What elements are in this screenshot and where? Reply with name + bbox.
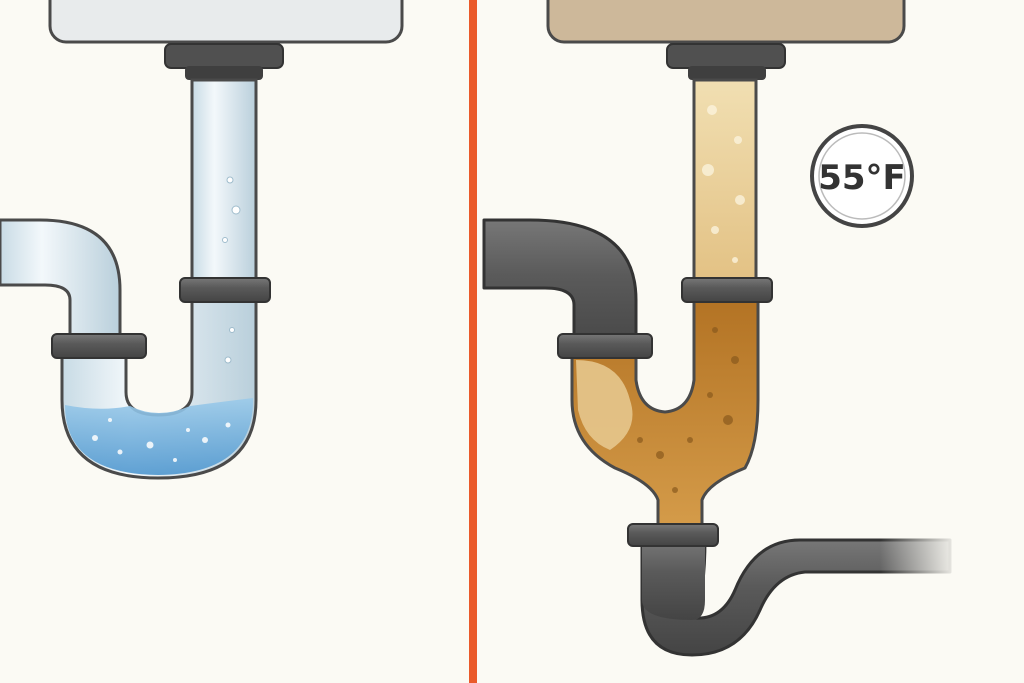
tailpiece-right [692,78,758,292]
panel-divider [469,0,477,683]
slip-nut-inlet-right [557,333,653,359]
outlet-fade [880,530,960,585]
tailpiece-left [190,78,258,312]
slip-nut-tailpiece-left [179,277,271,303]
drain-flange-left [164,43,284,69]
sink-basin-right [546,0,906,44]
droplets-left [222,176,241,364]
slip-nut-tailpiece-right [681,277,773,303]
grease-particles [637,327,739,493]
slip-nut-lower-right [627,523,719,547]
grease-blob-right [576,360,633,450]
clear-drain-panel [0,0,404,480]
sink-basin-left [48,0,404,44]
water-bubbles-left [92,418,231,462]
grease-specks-top [702,105,745,263]
temperature-label: 55°F [818,158,906,198]
slip-nut-inlet-left [51,333,147,359]
clogged-drain-panel: 55°F [482,0,960,657]
inlet-pipe-right [482,218,638,362]
drain-flange-right [666,43,786,69]
inlet-pipe-left [0,218,122,362]
temperature-badge: 55°F [810,124,914,228]
water-left [65,398,253,475]
